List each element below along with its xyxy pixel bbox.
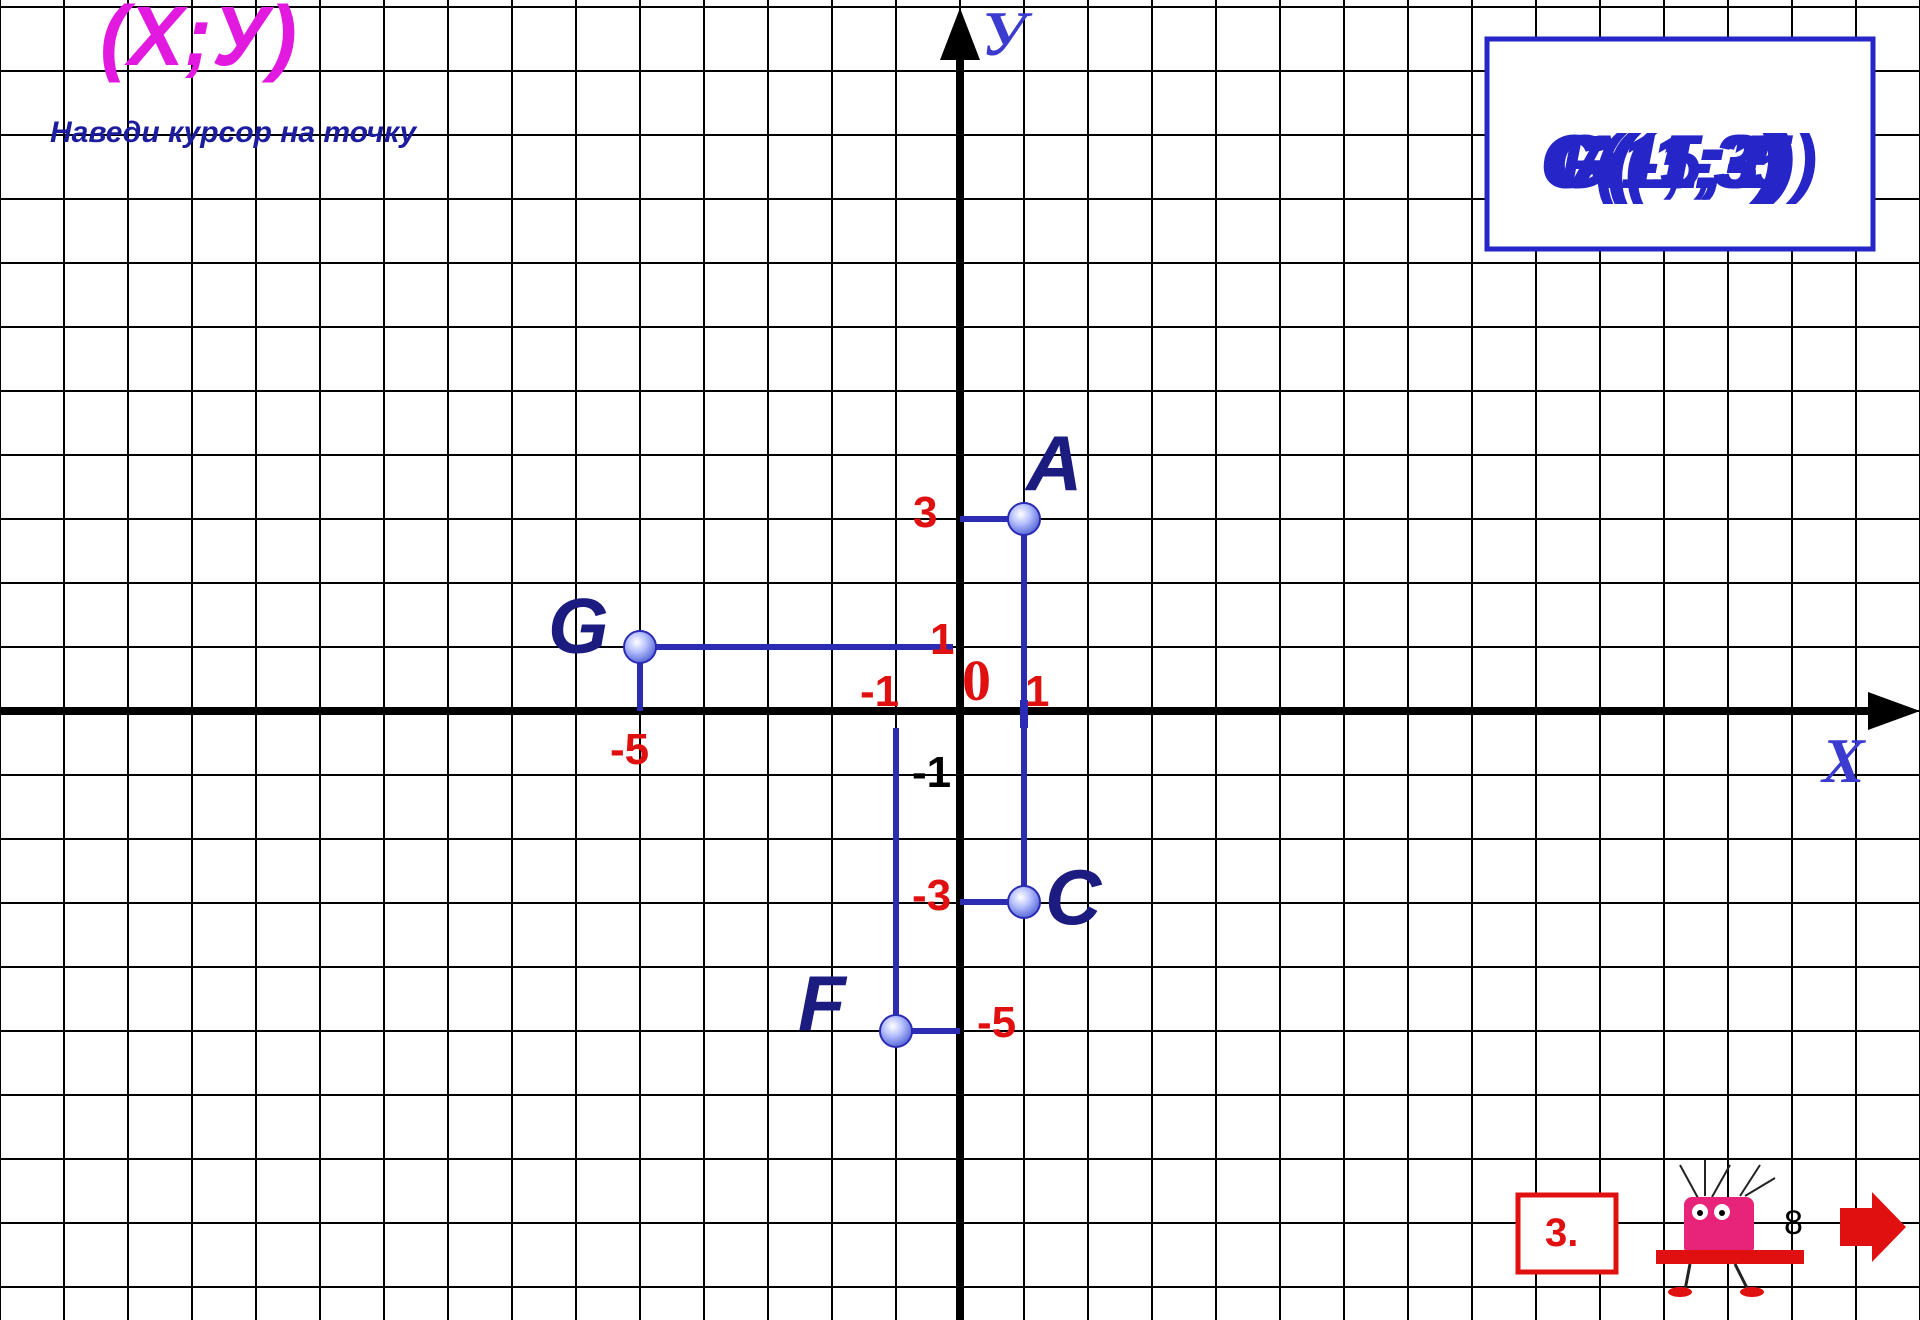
x-axis-arrow-icon <box>1868 692 1920 730</box>
point-name-g: G <box>548 582 609 670</box>
display-text-c: С(1;-3) <box>1540 120 1781 205</box>
point-g[interactable] <box>623 630 657 664</box>
point-a[interactable] <box>1007 502 1041 536</box>
label-a-y: 3 <box>913 488 937 537</box>
slide-box-button[interactable] <box>1515 1192 1619 1275</box>
point-name-f: F <box>798 959 848 1047</box>
label-c-y: -3 <box>912 871 951 920</box>
page-number: 8 <box>1784 1204 1803 1242</box>
label-one-x: 1 <box>1025 667 1049 716</box>
point-name-c: C <box>1045 853 1103 941</box>
ruler-character-icon <box>1656 1160 1804 1297</box>
label-g-y: 1 <box>930 615 954 664</box>
point-f[interactable] <box>879 1014 913 1048</box>
red-arrow-right-icon[interactable] <box>1840 1192 1906 1262</box>
origin-label: 0 <box>962 648 991 713</box>
label-f-y: -5 <box>977 998 1016 1047</box>
point-c[interactable] <box>1007 885 1041 919</box>
label-neg-one-x: -1 <box>860 667 899 716</box>
coordinate-display-texts: С(1;-3) G(-5;1) F(-1;-5) A(1;3) <box>1540 120 1818 205</box>
display-text-f: F(-1;-5) <box>1560 120 1818 205</box>
projection-lines <box>637 516 1028 1034</box>
slide-box-label: 3. <box>1545 1211 1578 1255</box>
hover-hint: Наведи курсор на точку <box>50 116 418 149</box>
label-g-x: -5 <box>610 725 649 774</box>
y-axis-label: У <box>982 0 1033 69</box>
coordinate-display-box <box>1484 36 1876 252</box>
x-axis-label: Х <box>1820 725 1866 796</box>
title: (Х;У) <box>100 0 297 83</box>
display-text-a: A(1;3) <box>1568 120 1785 205</box>
label-neg-one-y: -1 <box>912 748 951 797</box>
point-name-a: A <box>1024 419 1082 507</box>
y-axis-arrow-icon <box>940 8 980 60</box>
display-text-g: G(-5;1) <box>1550 120 1795 205</box>
